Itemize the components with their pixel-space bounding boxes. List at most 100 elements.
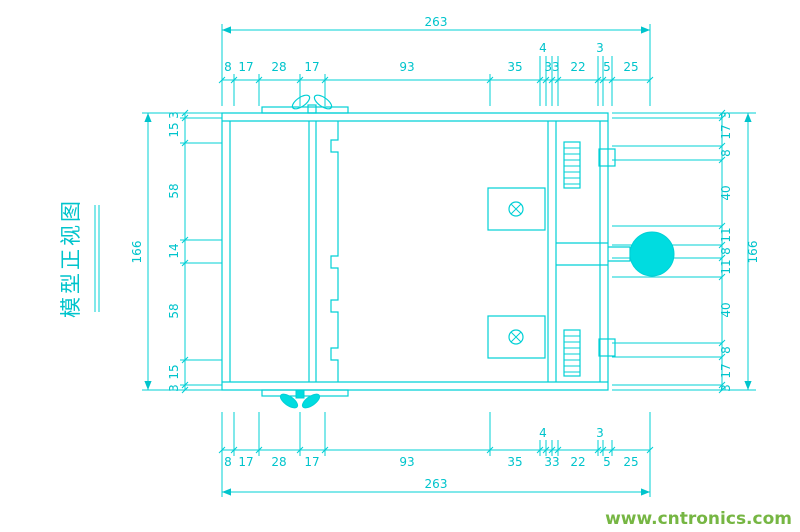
dim-right-overall: 166 xyxy=(612,112,760,391)
bottom-plate xyxy=(261,389,349,397)
wing-base xyxy=(295,389,305,399)
dim-label: 35 xyxy=(507,455,522,469)
dim-label: 4 xyxy=(539,41,547,55)
wing-left xyxy=(291,94,311,110)
bolt-view-box xyxy=(487,315,546,359)
dim-label: 22 xyxy=(570,60,585,74)
dim-label: 5 xyxy=(603,455,611,469)
dim-label: 33 xyxy=(544,455,559,469)
dim-label: 166 xyxy=(130,241,144,264)
dim-label: 93 xyxy=(399,455,414,469)
dim-label: 17 xyxy=(238,455,253,469)
dim-label: 15 xyxy=(167,364,181,379)
wing-nut-bottom xyxy=(279,389,321,409)
title-block: 模型正视图 xyxy=(59,198,100,318)
screw-top xyxy=(563,141,616,189)
watermark: www.cntronics.com xyxy=(605,509,792,529)
dim-label: 17 xyxy=(719,363,733,378)
dim-label: 8 xyxy=(719,346,733,354)
dim-label: 8 xyxy=(719,149,733,157)
dim-label: 14 xyxy=(167,243,181,258)
notched-edge xyxy=(330,121,339,382)
dim-label: 17 xyxy=(304,60,319,74)
top-plate xyxy=(261,106,349,114)
dim-label: 40 xyxy=(719,185,733,200)
dim-label: 17 xyxy=(719,124,733,139)
extension-lines xyxy=(221,24,651,106)
clamp-bars xyxy=(308,121,317,382)
screw-threads xyxy=(564,147,580,185)
part-outline xyxy=(221,112,609,391)
dim-label: 93 xyxy=(399,60,414,74)
dim-label: 3 xyxy=(719,384,733,392)
tick-marks xyxy=(218,76,654,84)
bolt-circle xyxy=(508,201,524,217)
dim-label: 25 xyxy=(623,455,638,469)
dim-bottom-chain: 8 17 28 17 93 35 33 22 5 25 4 3 xyxy=(218,412,654,497)
screw-threads xyxy=(564,335,580,373)
bolt-view-box xyxy=(487,187,546,231)
title-underline xyxy=(94,205,100,312)
extension-lines xyxy=(221,412,651,497)
part-front-view xyxy=(221,94,675,409)
screw-bottom xyxy=(563,329,616,377)
dim-label: 8 xyxy=(224,60,232,74)
dim-label: 3 xyxy=(719,111,733,119)
screw-body xyxy=(563,141,581,189)
extension-lines xyxy=(233,56,613,106)
screw-body xyxy=(563,329,581,377)
dim-bottom-overall: 263 xyxy=(222,477,650,496)
bolt-view-top xyxy=(487,187,546,231)
dim-left-overall: 166 xyxy=(130,112,222,391)
dim-label: 11 xyxy=(719,227,733,242)
wing-right xyxy=(313,94,333,110)
dim-label: 8 xyxy=(224,455,232,469)
bolt-view-bottom xyxy=(487,315,546,359)
dim-label: 3 xyxy=(596,41,604,55)
dim-label: 17 xyxy=(238,60,253,74)
dim-label: 3 xyxy=(167,111,181,119)
bolt-head xyxy=(598,148,616,167)
dim-label: 28 xyxy=(271,60,286,74)
wing-nut-top xyxy=(291,94,333,114)
knob-circle xyxy=(629,231,675,277)
dim-left-chain: 3 15 58 14 58 15 3 xyxy=(167,109,222,394)
extension-lines xyxy=(142,112,222,391)
extension-lines xyxy=(180,117,222,386)
dim-label: 263 xyxy=(425,477,448,491)
dim-label: 22 xyxy=(570,455,585,469)
tick-marks xyxy=(218,446,654,454)
dim-label: 166 xyxy=(746,241,760,264)
dim-top-overall: 263 xyxy=(221,15,651,106)
dim-label: 17 xyxy=(304,455,319,469)
dim-label: 58 xyxy=(167,303,181,318)
wing-left xyxy=(279,393,299,409)
tick-marks xyxy=(181,109,189,394)
slide-block-lines xyxy=(556,242,608,266)
dim-label: 5 xyxy=(603,60,611,74)
bolt-cross xyxy=(510,203,522,215)
bolt-head xyxy=(598,338,616,357)
view-title: 模型正视图 xyxy=(59,198,83,318)
dim-label: 4 xyxy=(539,426,547,440)
dim-label: 33 xyxy=(544,60,559,74)
dim-label: 15 xyxy=(167,122,181,137)
dim-label: 3 xyxy=(167,384,181,392)
extension-lines xyxy=(612,112,756,391)
dim-label: 28 xyxy=(271,455,286,469)
handle-bar xyxy=(608,246,631,262)
wing-right xyxy=(301,393,321,409)
dim-label: 35 xyxy=(507,60,522,74)
dim-label: 263 xyxy=(425,15,448,29)
dim-label: 11 xyxy=(719,259,733,274)
dim-label: 58 xyxy=(167,183,181,198)
dim-top-chain: 8 17 28 17 93 35 33 22 5 25 4 3 xyxy=(218,41,654,106)
bolt-cross xyxy=(510,331,522,343)
dim-label: 40 xyxy=(719,302,733,317)
bolt-circle xyxy=(508,329,524,345)
dim-label: 3 xyxy=(596,426,604,440)
wing-base xyxy=(307,104,317,114)
dim-label: 25 xyxy=(623,60,638,74)
